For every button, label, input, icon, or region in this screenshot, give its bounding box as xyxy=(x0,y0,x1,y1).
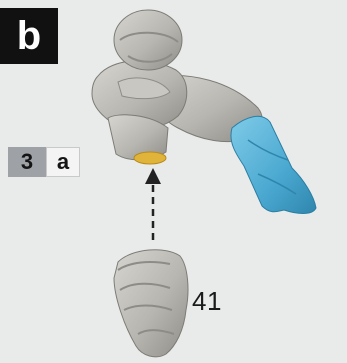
insertion-arrow xyxy=(145,168,161,240)
part-41-boot xyxy=(114,250,188,357)
blue-boot-part xyxy=(231,116,316,213)
part-number-label: 41 xyxy=(192,286,222,317)
